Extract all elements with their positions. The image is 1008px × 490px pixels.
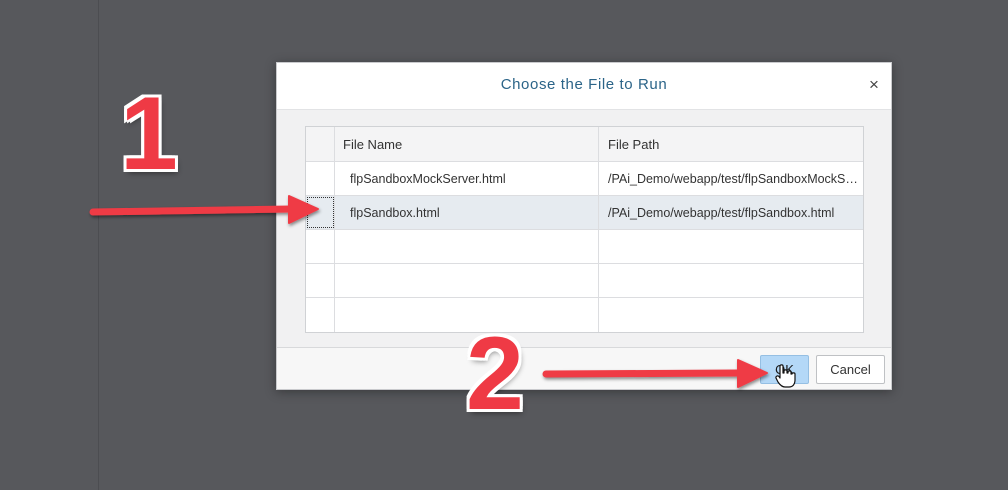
column-header-file-name[interactable]: File Name: [335, 127, 599, 161]
file-name-cell: flpSandbox.html: [335, 196, 599, 229]
table-row[interactable]: [306, 230, 863, 264]
table-row[interactable]: flpSandboxMockServer.html/PAi_Demo/webap…: [306, 162, 863, 196]
selector-column-header: [306, 127, 335, 161]
file-path-cell: [599, 230, 863, 263]
dialog-footer: OK Cancel: [277, 348, 891, 389]
background-divider: [98, 0, 99, 490]
file-path-cell: /PAi_Demo/webapp/test/flpSandboxMockServ…: [599, 162, 863, 195]
table-row[interactable]: flpSandbox.html/PAi_Demo/webapp/test/flp…: [306, 196, 863, 230]
row-selector[interactable]: [306, 162, 335, 195]
row-selector[interactable]: [306, 298, 335, 332]
row-selector[interactable]: [306, 264, 335, 297]
file-name-cell: [335, 230, 599, 263]
file-name-cell: [335, 264, 599, 297]
file-table: File Name File Path flpSandboxMockServer…: [305, 126, 864, 333]
file-name-cell: flpSandboxMockServer.html: [335, 162, 599, 195]
file-name-text: flpSandboxMockServer.html: [350, 171, 506, 186]
table-header-row: File Name File Path: [306, 127, 863, 162]
ok-button[interactable]: OK: [760, 355, 809, 384]
dialog-body: File Name File Path flpSandboxMockServer…: [277, 110, 891, 348]
column-header-file-path[interactable]: File Path: [599, 127, 863, 161]
file-path-cell: [599, 298, 863, 332]
file-path-cell: /PAi_Demo/webapp/test/flpSandbox.html: [599, 196, 863, 229]
step-1-label: 1: [120, 76, 178, 192]
file-name-cell: [335, 298, 599, 332]
row-selector[interactable]: [306, 230, 335, 263]
table-row[interactable]: [306, 264, 863, 298]
step-2-label: 2: [466, 316, 524, 432]
column-header-label: File Name: [343, 136, 403, 152]
row-selector[interactable]: [306, 196, 335, 229]
file-path-text: /PAi_Demo/webapp/test/flpSandboxMockServ…: [608, 171, 863, 186]
choose-file-dialog: Choose the File to Run × File Name File …: [276, 62, 892, 390]
dialog-title: Choose the File to Run: [500, 76, 668, 93]
table-row[interactable]: [306, 298, 863, 332]
close-icon[interactable]: ×: [869, 75, 879, 94]
file-path-cell: [599, 264, 863, 297]
column-header-label: File Path: [608, 136, 660, 152]
file-name-text: flpSandbox.html: [350, 205, 440, 220]
file-path-text: /PAi_Demo/webapp/test/flpSandbox.html: [608, 205, 835, 220]
cancel-button[interactable]: Cancel: [816, 355, 885, 384]
dialog-header: Choose the File to Run ×: [277, 63, 891, 110]
